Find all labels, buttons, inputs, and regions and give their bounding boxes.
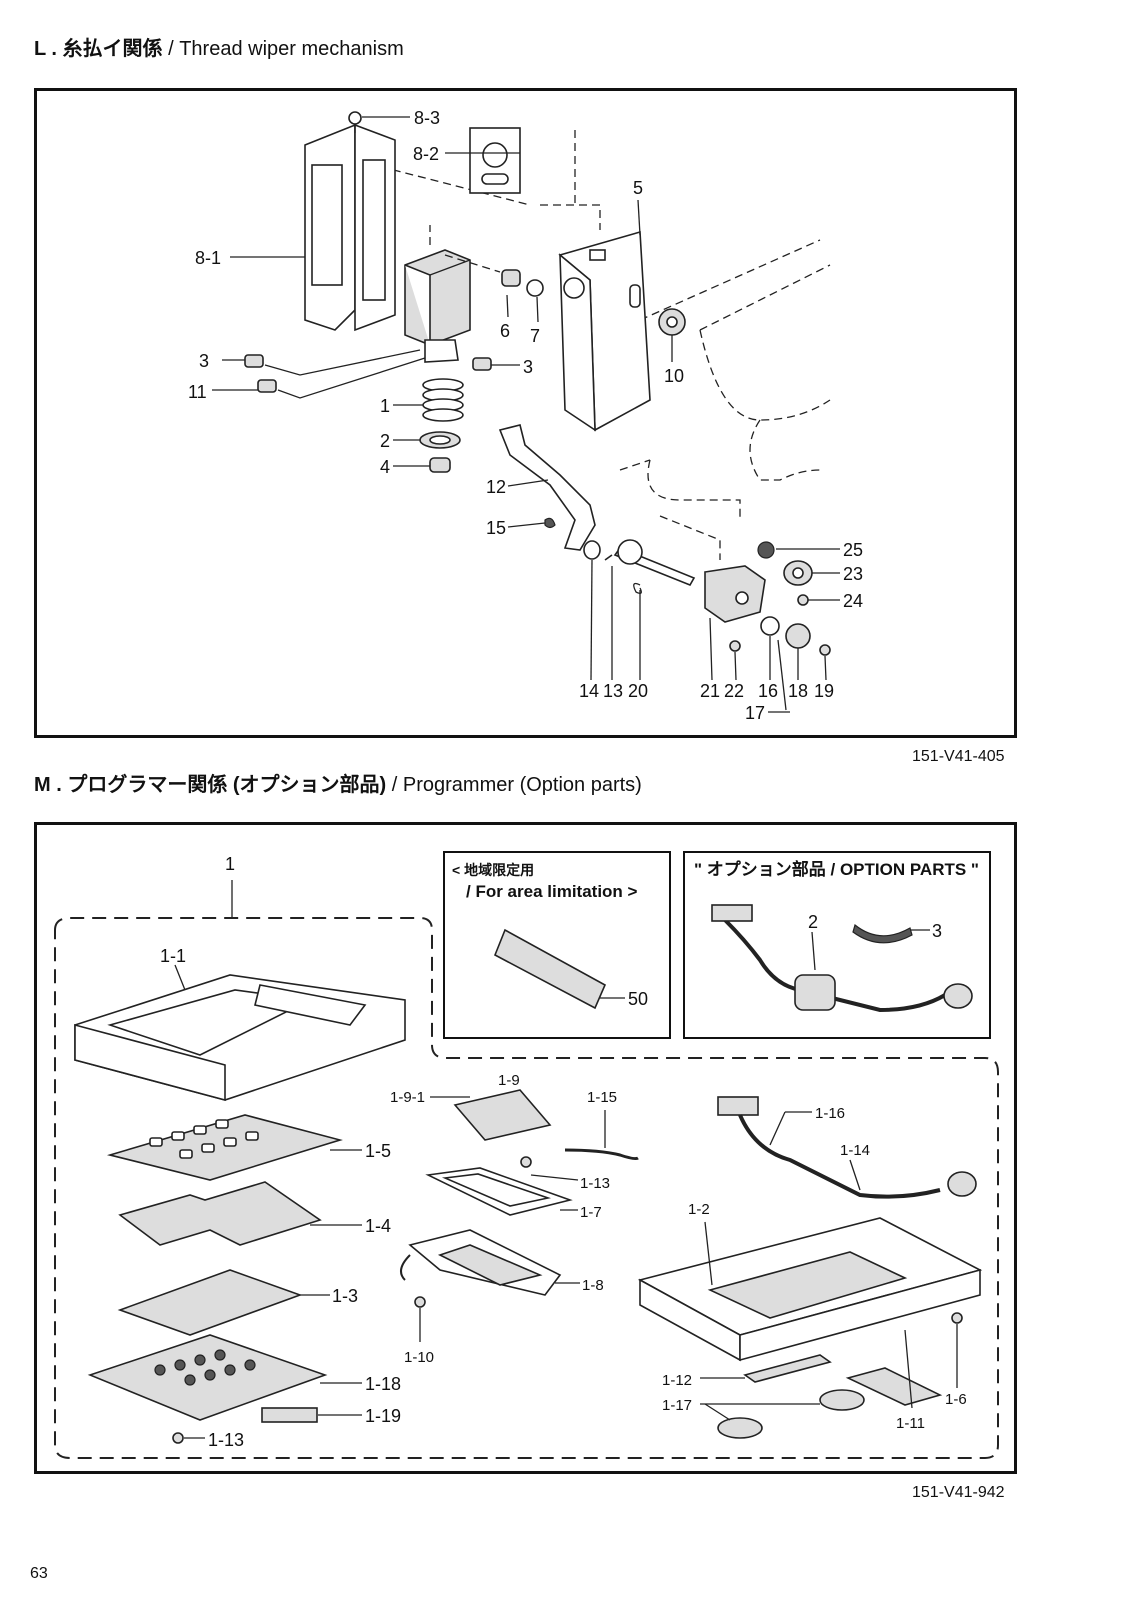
callout-25: 25 [843, 540, 863, 560]
callout-6: 6 [500, 321, 510, 341]
callout-1: 1 [225, 854, 235, 874]
callout-8-3: 8-3 [414, 108, 440, 128]
callout-16: 16 [758, 681, 778, 701]
callout-1-12: 1-12 [662, 1372, 692, 1389]
section-l-title: L . 糸払イ関係 / Thread wiper mechanism [34, 32, 404, 61]
section-m-title: M . プログラマー関係 (オプション部品) / Programmer (Opt… [34, 768, 642, 797]
callout-14: 14 [579, 681, 599, 701]
callout-1-3: 1-3 [332, 1286, 358, 1306]
callout-1-13-mid: 1-13 [580, 1175, 610, 1192]
callout-22: 22 [724, 681, 744, 701]
callout-21: 21 [700, 681, 720, 701]
section-m-code: 151-V41-942 [912, 1484, 1005, 1501]
callout-1-1: 1-1 [160, 946, 186, 966]
callout-1-6: 1-6 [945, 1391, 967, 1408]
callout-2: 2 [808, 912, 818, 932]
callout-5: 5 [633, 178, 643, 198]
programmer-drawing: < 地域限定用 / For area limitation > 50 " オプシ… [54, 851, 999, 1459]
callout-1-8: 1-8 [582, 1277, 604, 1294]
section-m-title-jp: M . プログラマー関係 (オプション部品) [34, 774, 387, 796]
callout-1-9-1: 1-9-1 [390, 1089, 425, 1106]
page-number: 63 [30, 1565, 48, 1582]
callout-11: 11 [188, 382, 207, 402]
callout-1: 1 [380, 396, 390, 416]
callout-15: 15 [486, 518, 506, 538]
callout-3: 3 [932, 921, 942, 941]
callout-2: 2 [380, 431, 390, 451]
section-m-title-en: / Programmer (Option parts) [386, 774, 642, 796]
callout-18: 18 [788, 681, 808, 701]
section-l-title-en: / Thread wiper mechanism [162, 38, 404, 60]
callout-1-11: 1-11 [896, 1415, 925, 1432]
callout-7: 7 [530, 326, 540, 346]
callout-3-left: 3 [199, 351, 209, 371]
callout-1-9: 1-9 [498, 1072, 520, 1089]
callout-1-18: 1-18 [365, 1374, 401, 1394]
callout-1-2: 1-2 [688, 1201, 710, 1218]
area-box-line2: / For area limitation > [466, 882, 638, 901]
callout-1-17: 1-17 [662, 1397, 692, 1414]
callout-3-right: 3 [523, 357, 533, 377]
option-box-title: " オプション部品 / OPTION PARTS " [694, 859, 979, 879]
area-limitation-box [443, 851, 671, 1039]
programmer-diagram-frame [34, 822, 1017, 1474]
callout-50: 50 [628, 989, 648, 1009]
callout-1-16: 1-16 [815, 1105, 845, 1122]
callout-1-4: 1-4 [365, 1216, 391, 1236]
callout-4: 4 [380, 457, 390, 477]
thread-wiper-diagram-frame [34, 88, 1017, 738]
callout-24: 24 [843, 591, 863, 611]
section-l-code: 151-V41-405 [912, 748, 1005, 765]
callout-10: 10 [664, 366, 684, 386]
callout-1-19: 1-19 [365, 1406, 401, 1426]
thread-wiper-drawing: 8-3 8-2 5 8-1 6 7 10 3 3 11 1 2 4 12 15 … [188, 108, 863, 723]
section-l-title-jp: L . 糸払イ関係 [34, 38, 163, 60]
callout-1-15: 1-15 [587, 1089, 617, 1106]
callout-8-2: 8-2 [413, 144, 439, 164]
callout-1-10: 1-10 [404, 1349, 434, 1366]
callout-20: 20 [628, 681, 648, 701]
callout-1-14: 1-14 [840, 1142, 870, 1159]
callout-1-13-bottom: 1-13 [208, 1430, 244, 1450]
callout-19: 19 [814, 681, 834, 701]
callout-13: 13 [603, 681, 623, 701]
callout-1-7: 1-7 [580, 1204, 602, 1221]
option-parts-box [683, 851, 991, 1039]
callout-8-1: 8-1 [195, 248, 221, 268]
callout-17: 17 [745, 703, 765, 723]
callout-23: 23 [843, 564, 863, 584]
callout-1-5: 1-5 [365, 1141, 391, 1161]
callout-12: 12 [486, 477, 506, 497]
area-box-line1: < 地域限定用 [452, 862, 534, 878]
